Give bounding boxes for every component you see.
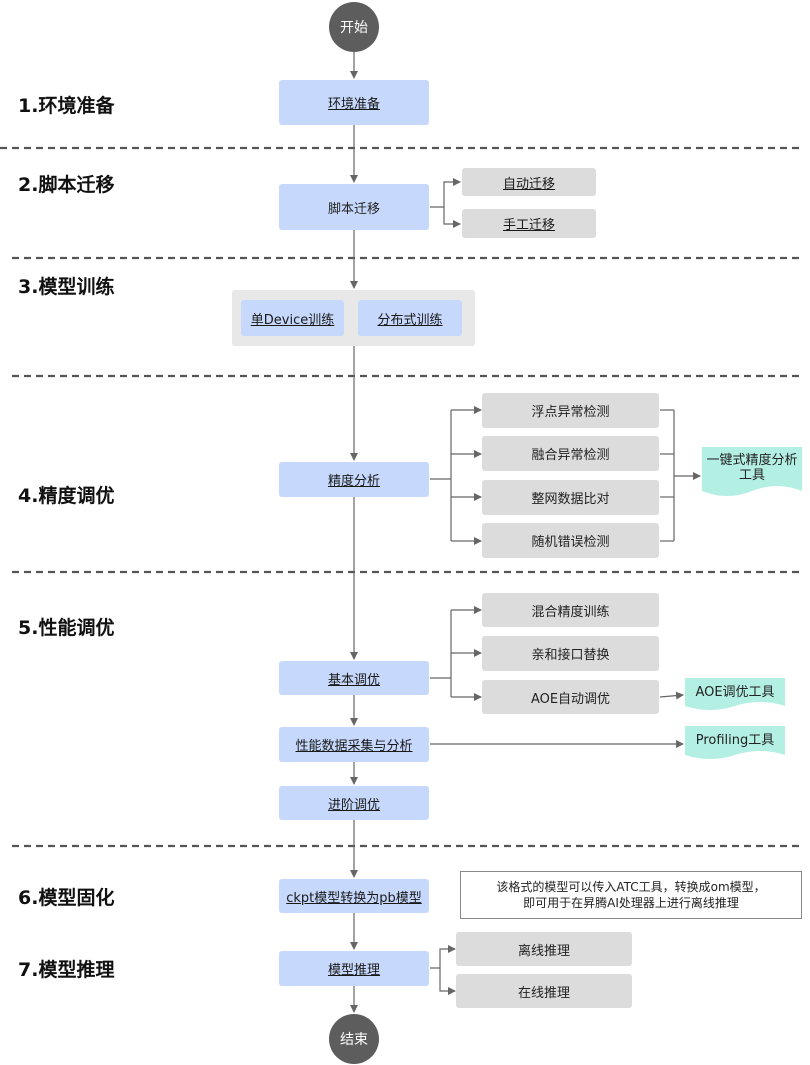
stage-label-model-training: 3.模型训练 xyxy=(18,276,115,298)
online-inference-label: 在线推理 xyxy=(517,985,570,1001)
float-overflow-node: 浮点异常检测 xyxy=(482,393,659,428)
precision-analysis-node[interactable]: 精度分析 xyxy=(279,462,429,497)
aoe-tool-label: AOE调优工具 xyxy=(695,684,775,700)
mixed-precision-node: 混合精度训练 xyxy=(482,593,659,627)
basic-tuning-node[interactable]: 基本调优 xyxy=(279,661,429,695)
atc-note: 该格式的模型可以传入ATC工具，转换成om模型， 即可用于在昇腾AI处理器上进行… xyxy=(460,871,802,919)
random-error-label: 随机错误检测 xyxy=(531,535,610,550)
profiling-tool-node: Profiling工具 xyxy=(685,726,785,763)
model-inference-link[interactable]: 模型推理 xyxy=(327,963,380,978)
env-prep-link[interactable]: 环境准备 xyxy=(327,97,380,112)
ckpt-to-pb-node[interactable]: ckpt模型转换为pb模型 xyxy=(279,879,429,913)
stage-label-performance-tuning: 5.性能调优 xyxy=(18,617,115,639)
stage-label-script-migration: 2.脚本迁移 xyxy=(18,174,115,196)
aoe-tool-shape xyxy=(685,678,785,710)
aoe-tool-node: AOE调优工具 xyxy=(685,678,785,714)
distributed-node[interactable]: 分布式训练 xyxy=(358,300,462,336)
affinity-replace-label: 亲和接口替换 xyxy=(531,648,610,663)
affinity-replace-node: 亲和接口替换 xyxy=(482,636,659,671)
random-error-node: 随机错误检测 xyxy=(482,523,659,558)
network-compare-node: 整网数据比对 xyxy=(482,480,659,515)
mixed-precision-label: 混合精度训练 xyxy=(531,604,610,620)
online-inference-node: 在线推理 xyxy=(456,974,632,1008)
stage-label-precision-tuning: 4.精度调优 xyxy=(18,485,115,507)
end-label: 结束 xyxy=(340,1032,368,1048)
profiling-tool-shape xyxy=(685,726,785,759)
script-migration-node: 脚本迁移 xyxy=(279,184,429,230)
precision-tool-line1: 一键式精度分析 xyxy=(706,453,798,468)
precision-analysis-link[interactable]: 精度分析 xyxy=(327,474,380,489)
precision-tool-line2: 工具 xyxy=(738,468,765,483)
atc-note-line2: 即可用于在昇腾AI处理器上进行离线推理 xyxy=(523,896,739,910)
precision-tool-node: 一键式精度分析 工具 xyxy=(702,447,802,500)
profiling-tool-label: Profiling工具 xyxy=(695,733,775,748)
start-node: 开始 xyxy=(329,2,379,52)
start-label: 开始 xyxy=(340,20,368,36)
perf-collect-link[interactable]: 性能数据采集与分析 xyxy=(295,739,413,754)
single-device-link[interactable]: 单Device训练 xyxy=(250,312,335,328)
basic-tuning-link[interactable]: 基本调优 xyxy=(327,672,380,688)
single-device-node[interactable]: 单Device训练 xyxy=(241,300,344,336)
float-overflow-label: 浮点异常检测 xyxy=(531,405,610,420)
aoe-auto-label: AOE自动调优 xyxy=(530,691,611,707)
fusion-exception-node: 融合异常检测 xyxy=(482,436,659,471)
auto-migration-link[interactable]: 自动迁移 xyxy=(502,176,555,192)
network-compare-label: 整网数据比对 xyxy=(531,492,610,507)
perf-collect-node[interactable]: 性能数据采集与分析 xyxy=(279,727,429,762)
manual-migration-node[interactable]: 手工迁移 xyxy=(462,209,596,238)
precision-tool-shape xyxy=(702,447,802,496)
precision-tool-text: 一键式精度分析 工具 xyxy=(702,449,802,487)
stage-label-model-inference: 7.模型推理 xyxy=(18,959,115,981)
fusion-exception-label: 融合异常检测 xyxy=(531,448,610,463)
advanced-tuning-link[interactable]: 进阶调优 xyxy=(327,797,380,813)
stage-label-model-freeze: 6.模型固化 xyxy=(18,887,115,909)
distributed-link[interactable]: 分布式训练 xyxy=(377,312,443,328)
stage-label-environment: 1.环境准备 xyxy=(18,95,115,117)
ckpt-to-pb-link[interactable]: ckpt模型转换为pb模型 xyxy=(286,890,422,906)
aoe-auto-node: AOE自动调优 xyxy=(482,680,659,714)
end-node: 结束 xyxy=(329,1014,379,1064)
script-migration-label: 脚本迁移 xyxy=(327,201,380,217)
offline-inference-node: 离线推理 xyxy=(456,932,632,966)
env-prep-node[interactable]: 环境准备 xyxy=(279,80,429,125)
manual-migration-link[interactable]: 手工迁移 xyxy=(502,218,555,233)
offline-inference-label: 离线推理 xyxy=(517,943,570,959)
atc-note-line1: 该格式的模型可以传入ATC工具，转换成om模型， xyxy=(496,880,766,894)
auto-migration-node[interactable]: 自动迁移 xyxy=(462,168,596,196)
advanced-tuning-node[interactable]: 进阶调优 xyxy=(279,786,429,820)
stage-separators xyxy=(0,146,800,848)
model-inference-node[interactable]: 模型推理 xyxy=(279,951,429,986)
